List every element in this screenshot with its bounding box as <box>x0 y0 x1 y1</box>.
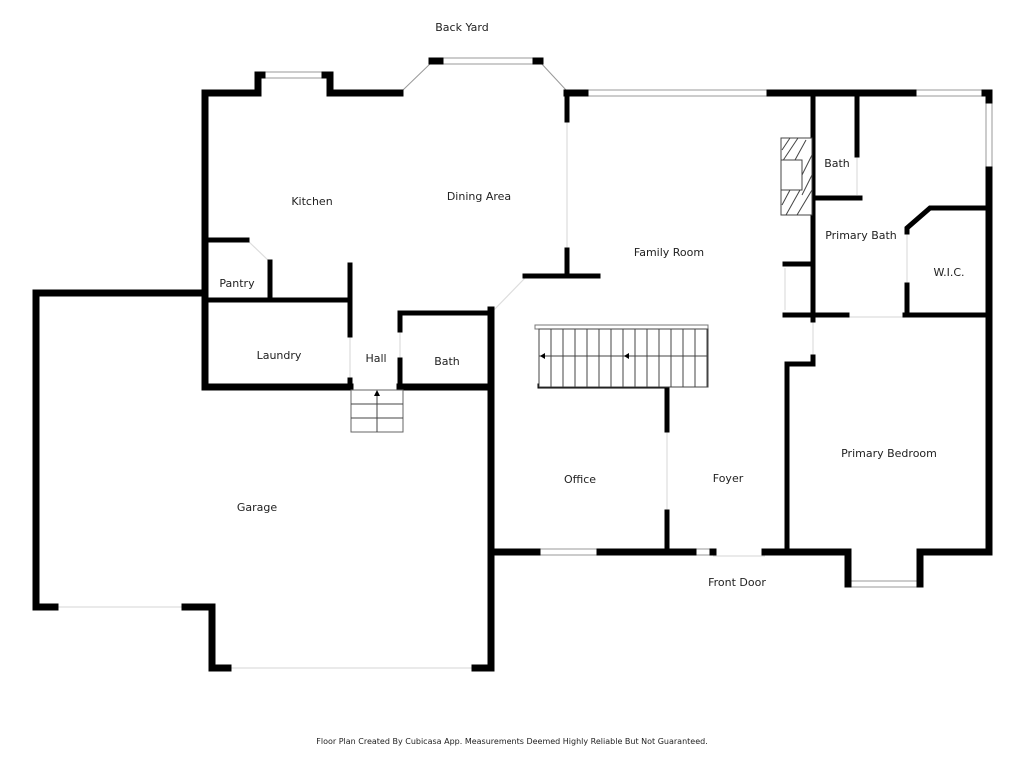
label-laundry: Laundry <box>257 349 302 362</box>
label-pantry: Pantry <box>219 277 255 290</box>
label-back-yard: Back Yard <box>435 21 488 34</box>
label-dining-area: Dining Area <box>447 190 511 203</box>
exterior-walls <box>32 57 993 672</box>
door-openings <box>55 120 908 669</box>
label-office: Office <box>564 473 596 486</box>
footer-disclaimer: Floor Plan Created By Cubicasa App. Meas… <box>316 737 708 746</box>
label-foyer: Foyer <box>713 472 744 485</box>
label-kitchen: Kitchen <box>291 195 332 208</box>
label-garage: Garage <box>237 501 278 514</box>
fireplace <box>780 137 813 216</box>
interior-walls <box>202 90 992 555</box>
label-hall: Hall <box>365 352 386 365</box>
label-family-room: Family Room <box>634 246 704 259</box>
label-bath-hall: Bath <box>434 355 460 368</box>
label-wic: W.I.C. <box>933 266 964 279</box>
windows <box>261 57 993 588</box>
label-front-door: Front Door <box>708 576 766 589</box>
label-primary-bedroom: Primary Bedroom <box>841 447 937 460</box>
label-bath-upper: Bath <box>824 157 850 170</box>
main-staircase <box>534 324 709 388</box>
label-primary-bath: Primary Bath <box>825 229 897 242</box>
hall-steps <box>350 389 404 433</box>
